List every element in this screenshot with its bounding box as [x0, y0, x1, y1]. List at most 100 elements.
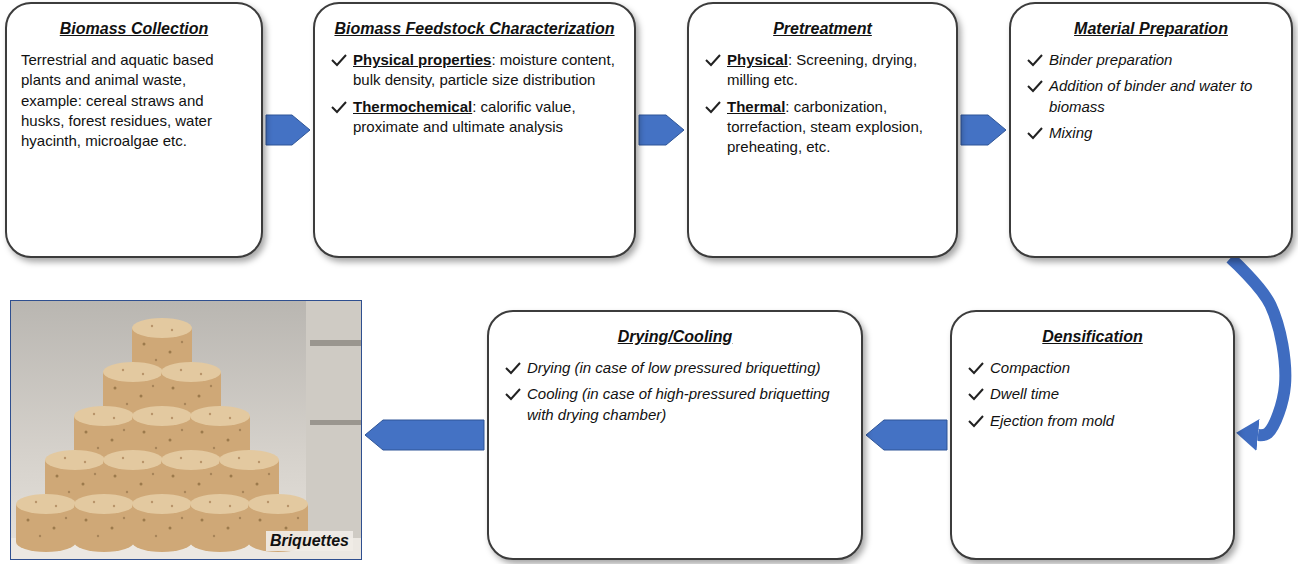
check-mark: [968, 414, 984, 428]
check-stroke: [332, 55, 346, 65]
bullet-text: Drying (in case of low pressured briquet…: [527, 358, 847, 378]
briquette-photo: [10, 300, 362, 560]
check-stroke: [969, 416, 983, 426]
bullet-text: Physical: Screening, drying, milling etc…: [727, 50, 942, 91]
text-slot: Terrestrial and aquatic based plants and…: [21, 50, 247, 151]
check-stroke: [706, 55, 720, 65]
check-mark: [331, 100, 347, 114]
bullet-row: Physical properties: moisture content, b…: [329, 50, 620, 91]
block-arrow: [961, 115, 1006, 145]
process-box: PretreatmentPhysical: Screening, drying,…: [687, 2, 958, 258]
text-slot: Compaction: [966, 358, 1219, 378]
check-mark: [505, 361, 521, 375]
photo-panel: Briquettes: [10, 300, 362, 560]
process-box: Material PreparationBinder preparationAd…: [1009, 2, 1293, 258]
box-content: PretreatmentPhysical: Screening, drying,…: [703, 20, 942, 157]
block-arrow: [365, 420, 484, 450]
box-heading: Densification: [966, 328, 1219, 346]
bullet-term: Physical properties: [353, 51, 491, 68]
text-slot: Mixing: [1025, 123, 1277, 143]
box-body: Terrestrial and aquatic based plants and…: [21, 50, 247, 151]
box-content: DensificationCompactionDwell timeEjectio…: [966, 328, 1219, 431]
box-heading: Biomass Collection: [21, 20, 247, 38]
block-arrow: [639, 115, 684, 145]
text-slot: Pretreatment: [703, 20, 942, 38]
process-box: Biomass Feedstock CharacterizationPhysic…: [313, 2, 636, 258]
check-stroke: [969, 363, 983, 373]
bullet-row: Physical: Screening, drying, milling etc…: [703, 50, 942, 91]
text-slot: Dwell time: [966, 384, 1219, 404]
curved-arrow: [1231, 258, 1286, 435]
text-slot: Physical properties: moisture content, b…: [329, 50, 620, 91]
check-mark: [331, 53, 347, 67]
text-slot: Densification: [966, 328, 1219, 346]
box-heading: Drying/Cooling: [503, 328, 847, 346]
bullet-text: Cooling (in case of high-pressured briqu…: [527, 384, 847, 425]
check-mark: [705, 100, 721, 114]
bullet-text: Mixing: [1049, 123, 1277, 143]
process-box: DensificationCompactionDwell timeEjectio…: [950, 310, 1235, 560]
check-stroke: [332, 102, 346, 112]
box-content: Biomass CollectionTerrestrial and aquati…: [21, 20, 247, 151]
bullet-text: Physical properties: moisture content, b…: [353, 50, 620, 91]
box-content: Material PreparationBinder preparationAd…: [1025, 20, 1277, 143]
bullet-text: Ejection from mold: [990, 411, 1219, 431]
box-heading: Biomass Feedstock Characterization: [329, 20, 620, 38]
text-slot: Binder preparation: [1025, 50, 1277, 70]
bullet-term: Thermal: [727, 98, 785, 115]
bullet-text: Compaction: [990, 358, 1219, 378]
text-slot: Drying/Cooling: [503, 328, 847, 346]
bullet-row: Cooling (in case of high-pressured briqu…: [503, 384, 847, 425]
text-slot: Cooling (in case of high-pressured briqu…: [503, 384, 847, 425]
bullet-row: Addition of binder and water to biomass: [1025, 76, 1277, 117]
text-slot: Material Preparation: [1025, 20, 1277, 38]
bullet-text: Thermal: carbonization, torrefaction, st…: [727, 97, 942, 158]
check-stroke: [706, 102, 720, 112]
bullet-row: Drying (in case of low pressured briquet…: [503, 358, 847, 378]
check-stroke: [506, 363, 520, 373]
process-box: Drying/CoolingDrying (in case of low pre…: [487, 310, 863, 560]
box-heading: Pretreatment: [703, 20, 942, 38]
bullet-text: Thermochemical: calorific value, proxima…: [353, 97, 620, 138]
check-stroke: [969, 389, 983, 399]
bullet-row: Ejection from mold: [966, 411, 1219, 431]
text-slot: Drying (in case of low pressured briquet…: [503, 358, 847, 378]
bullet-row: Binder preparation: [1025, 50, 1277, 70]
box-content: Biomass Feedstock CharacterizationPhysic…: [329, 20, 620, 137]
text-slot: Ejection from mold: [966, 411, 1219, 431]
bullet-text: Addition of binder and water to biomass: [1049, 76, 1277, 117]
text-slot: Thermal: carbonization, torrefaction, st…: [703, 97, 942, 158]
check-mark: [968, 361, 984, 375]
bullet-row: Mixing: [1025, 123, 1277, 143]
check-stroke: [1028, 55, 1042, 65]
box-heading: Material Preparation: [1025, 20, 1277, 38]
text-slot: Biomass Feedstock Characterization: [329, 20, 620, 38]
bullet-text: Binder preparation: [1049, 50, 1277, 70]
bullet-row: Thermal: carbonization, torrefaction, st…: [703, 97, 942, 158]
text-slot: Addition of binder and water to biomass: [1025, 76, 1277, 117]
check-mark: [1027, 79, 1043, 93]
text-slot: Physical: Screening, drying, milling etc…: [703, 50, 942, 91]
block-arrow: [266, 115, 310, 145]
block-arrow: [866, 420, 947, 450]
box-content: Drying/CoolingDrying (in case of low pre…: [503, 328, 847, 425]
process-box: Biomass CollectionTerrestrial and aquati…: [5, 2, 263, 258]
check-mark: [505, 387, 521, 401]
text-slot: Biomass Collection: [21, 20, 247, 38]
text-slot: Thermochemical: calorific value, proxima…: [329, 97, 620, 138]
bullet-row: Dwell time: [966, 384, 1219, 404]
bullet-term: Physical: [727, 51, 788, 68]
check-stroke: [1028, 128, 1042, 138]
check-stroke: [506, 389, 520, 399]
bullet-row: Compaction: [966, 358, 1219, 378]
check-mark: [705, 53, 721, 67]
photo-caption: Briquettes: [266, 531, 353, 551]
bullet-text: Dwell time: [990, 384, 1219, 404]
check-mark: [968, 387, 984, 401]
check-mark: [1027, 53, 1043, 67]
bullet-row: Thermochemical: calorific value, proxima…: [329, 97, 620, 138]
bullet-term: Thermochemical: [353, 98, 472, 115]
check-stroke: [1028, 81, 1042, 91]
check-mark: [1027, 126, 1043, 140]
